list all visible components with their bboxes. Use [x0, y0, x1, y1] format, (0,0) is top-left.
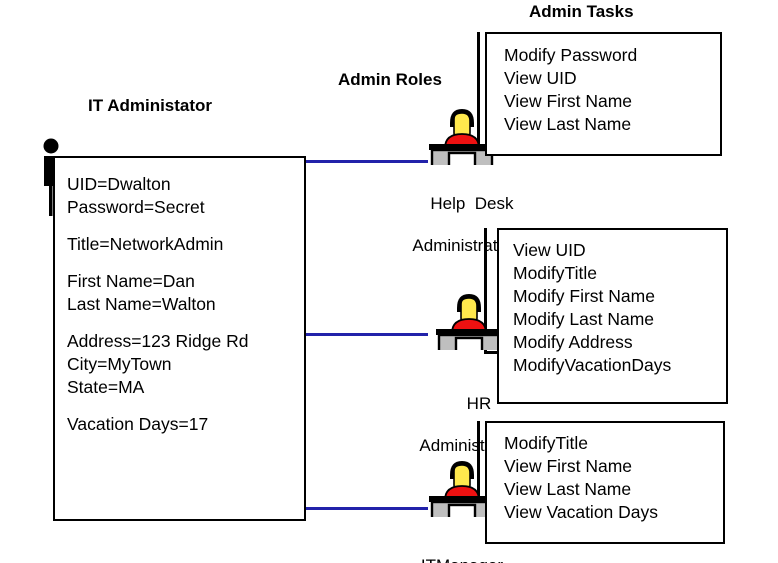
tasks-list-helpdesk: Modify Password View UID View First Name… [504, 44, 637, 136]
attribute-line: Title=NetworkAdmin [67, 234, 224, 254]
tasks-box-itmanager: ModifyTitle View First Name View Last Na… [485, 421, 725, 544]
attribute-line: Address=123 Ridge Rd [67, 331, 249, 351]
connector-user-to-helpdesk [306, 160, 428, 163]
attribute-line: Password=Secret [67, 197, 205, 217]
attribute-line: UID=Dwalton [67, 174, 171, 194]
task-line: View UID [504, 68, 577, 88]
heading-admin-roles: Admin Roles [338, 70, 442, 89]
tasks-list-hr: View UID ModifyTitle Modify First Name M… [513, 239, 671, 377]
task-line: ModifyVacationDays [513, 355, 672, 375]
connector-user-to-itmanager [306, 507, 428, 510]
task-line: View Last Name [504, 114, 632, 134]
attribute-spacer [67, 256, 248, 270]
attribute-line: Last Name=Walton [67, 294, 216, 314]
person-at-desk-icon [423, 455, 501, 526]
connector-helpdesk-vertical [477, 32, 480, 158]
attribute-spacer [67, 316, 248, 330]
task-line: View Vacation Days [504, 502, 659, 522]
role-label-itmanager: ITManager [345, 534, 560, 563]
task-line: View First Name [504, 456, 633, 476]
connector-user-to-hr [306, 333, 428, 336]
tasks-list-itmanager: ModifyTitle View First Name View Last Na… [504, 432, 658, 524]
role-label-line1: Help Desk [430, 194, 514, 213]
task-line: Modify First Name [513, 286, 655, 306]
user-attributes-box: UID=Dwalton Password=Secret Title=Networ… [53, 156, 306, 521]
role-label-line2: Administrator [412, 236, 513, 255]
attribute-line: Vacation Days=17 [67, 414, 209, 434]
connector-hr-to-tasks [484, 351, 502, 354]
heading-admin-tasks: Admin Tasks [529, 2, 634, 21]
tasks-box-hr: View UID ModifyTitle Modify First Name M… [497, 228, 728, 404]
attribute-line: First Name=Dan [67, 271, 195, 291]
role-label-line1: ITManager [421, 556, 503, 563]
connector-hr-vertical [484, 228, 487, 354]
task-line: ModifyTitle [504, 433, 588, 453]
task-line: View UID [513, 240, 586, 260]
connector-itmanager-vertical [477, 421, 480, 510]
role-label-line1: HR [466, 394, 492, 413]
user-attributes-list: UID=Dwalton Password=Secret Title=Networ… [67, 173, 248, 436]
task-line: View Last Name [504, 479, 632, 499]
attribute-spacer [67, 219, 248, 233]
role-label-helpdesk: Help Desk Administrator [355, 172, 570, 298]
tasks-box-helpdesk: Modify Password View UID View First Name… [485, 32, 722, 156]
task-line: Modify Password [504, 45, 638, 65]
task-line: ModifyTitle [513, 263, 597, 283]
attribute-spacer [67, 399, 248, 413]
attribute-line: State=MA [67, 377, 145, 397]
task-line: View First Name [504, 91, 633, 111]
attribute-line: City=MyTown [67, 354, 172, 374]
task-line: Modify Last Name [513, 309, 655, 329]
task-line: Modify Address [513, 332, 633, 352]
heading-it-administrator: IT Administator [88, 96, 213, 115]
